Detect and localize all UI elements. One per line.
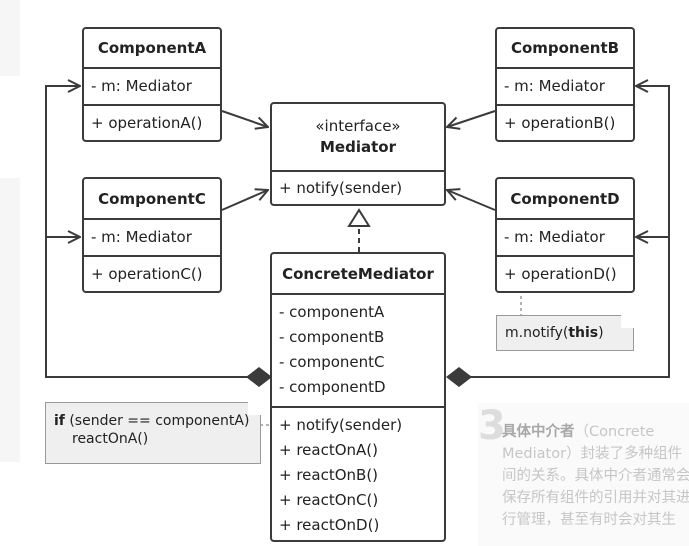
class-mediator: «interface» Mediator + notify(sender): [270, 102, 446, 206]
field-row: - componentB: [279, 328, 385, 346]
field-row: - componentD: [279, 378, 386, 396]
edge-concrete-to-b: [459, 86, 670, 378]
note-right-suffix: ): [598, 325, 604, 341]
class-component-b-field: - m: Mediator: [497, 67, 633, 104]
class-concrete-mediator-name: ConcreteMediator: [282, 264, 434, 283]
edge-a-to-mediator: [221, 110, 268, 127]
class-concrete-mediator: ConcreteMediator - componentA - componen…: [270, 252, 446, 542]
class-component-b: ComponentB - m: Mediator + operationB(): [495, 27, 635, 142]
class-mediator-stereotype: «interface»: [315, 117, 401, 135]
method-row: + reactOnB(): [279, 466, 379, 484]
class-component-d-field: - m: Mediator: [497, 218, 633, 255]
class-component-d-name: ComponentD: [510, 189, 620, 208]
note-left-line1: if (sender == componentA): [54, 412, 252, 430]
edge-b-to-mediator: [447, 110, 496, 127]
class-concrete-mediator-methods: + notify(sender) + reactOnA() + reactOnB…: [272, 406, 444, 540]
edge-concrete-to-a: [45, 86, 259, 378]
class-component-b-method: + operationB(): [497, 104, 633, 140]
field-row: - componentC: [279, 353, 385, 371]
note-left-line2: reactOnA(): [72, 431, 149, 447]
method-row: + reactOnD(): [279, 516, 380, 534]
class-concrete-mediator-fields: - componentA - componentB - componentC -…: [272, 293, 444, 406]
class-component-a-name: ComponentA: [97, 39, 207, 57]
note-fold-icon: [621, 314, 635, 328]
realization-triangle: [347, 208, 371, 227]
annotation-title: 具体中介者: [502, 424, 575, 440]
annotation-text: 具体中介者（Concrete Mediator）封装了多种组件间的关系。具体中介…: [502, 421, 689, 531]
class-component-d: ComponentD - m: Mediator + operationD(): [495, 177, 635, 293]
field-row: - componentA: [279, 303, 385, 321]
class-component-c-name: ComponentC: [98, 189, 206, 208]
class-component-d-method: + operationD(): [497, 255, 633, 291]
edge-c-to-mediator: [221, 190, 268, 211]
class-mediator-name: Mediator: [320, 138, 396, 156]
note-right-prefix: m.notify(: [505, 325, 569, 341]
aggregation-diamond-left: [246, 367, 272, 387]
aggregation-diamond-right: [446, 367, 472, 387]
background-panel-left: [0, 178, 20, 462]
class-component-a-method: + operationA(): [84, 104, 220, 140]
class-component-c-method: + operationC(): [84, 255, 220, 291]
method-row: + notify(sender): [279, 416, 403, 434]
class-component-c-field: - m: Mediator: [84, 218, 220, 255]
annotation-number: 3: [478, 403, 506, 449]
note-fold-icon: [248, 401, 262, 415]
note-left-condition: (sender == componentA): [64, 413, 250, 429]
annotation-body: （Concrete Mediator）封装了多种组件间的关系。具体中介者通常会保…: [502, 424, 689, 528]
note-left-keyword: if: [54, 413, 65, 429]
class-component-c: ComponentC - m: Mediator + operationC(): [82, 177, 222, 293]
class-component-a-field: - m: Mediator: [84, 67, 220, 104]
class-mediator-header: «interface» Mediator: [272, 104, 444, 170]
edge-d-to-mediator: [447, 190, 496, 211]
annotation-panel: 3 具体中介者（Concrete Mediator）封装了多种组件间的关系。具体…: [478, 403, 689, 546]
note-right: m.notify(this): [496, 314, 635, 351]
method-row: + reactOnC(): [279, 491, 379, 509]
class-component-a: ComponentA - m: Mediator + operationA(): [82, 27, 222, 142]
note-left: if (sender == componentA) reactOnA(): [45, 401, 262, 464]
method-row: + reactOnA(): [279, 441, 379, 459]
note-right-keyword: this: [568, 325, 599, 341]
class-component-b-name: ComponentB: [510, 39, 620, 57]
class-mediator-method: + notify(sender): [272, 170, 444, 204]
background-panel-top-left: [0, 0, 20, 76]
